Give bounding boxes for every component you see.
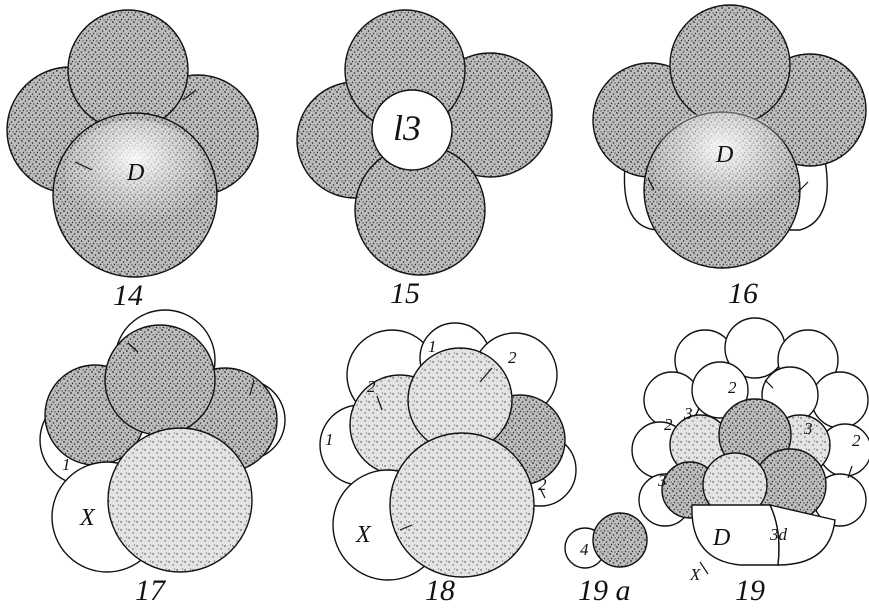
- figure-18: 1 1 2 2 2 X 18: [320, 323, 576, 607]
- figure-15: l3 15: [297, 10, 552, 310]
- label-2: 2: [367, 377, 376, 396]
- figure-number: 14: [113, 279, 143, 312]
- label-x: X: [79, 505, 96, 531]
- cell: [670, 5, 790, 125]
- cell-d: [692, 505, 779, 565]
- figure-number: 16: [728, 277, 758, 310]
- label-d: D: [126, 160, 144, 186]
- label-3: 3: [683, 404, 693, 423]
- cell: [390, 433, 534, 577]
- label-2: 2: [852, 431, 861, 450]
- label-x: X: [355, 522, 372, 548]
- label-x: X: [689, 565, 701, 584]
- figure-19: 2 2 2 3 3 3 D 3d X 19: [632, 318, 869, 607]
- label-d: D: [712, 525, 730, 551]
- figure-number: 18: [425, 574, 455, 607]
- label-3: 3: [657, 471, 667, 490]
- figure-number: 15: [390, 277, 420, 310]
- figure-number: 19: [735, 574, 765, 607]
- label-1: 1: [62, 455, 71, 474]
- label-2: 2: [664, 415, 673, 434]
- label-3: 3: [803, 419, 813, 438]
- figure-16: D 16: [593, 5, 866, 310]
- cell: [105, 325, 215, 435]
- figure-14: D 14: [7, 10, 258, 312]
- figure-19a: 4 19 a: [565, 513, 647, 607]
- label-1: 1: [325, 430, 334, 449]
- label-d: D: [715, 142, 733, 168]
- cell: [593, 513, 647, 567]
- label-2: 2: [728, 378, 737, 397]
- figure-17: 1 X 17: [40, 310, 285, 607]
- label-2: 2: [508, 348, 517, 367]
- figure-number: 19 a: [578, 574, 631, 607]
- label-2: 2: [538, 475, 547, 494]
- cell: [812, 372, 868, 428]
- figure-number: 17: [135, 574, 167, 607]
- label-1: 1: [428, 337, 437, 356]
- cell: [108, 428, 252, 572]
- label-3d: 3d: [769, 525, 788, 544]
- cell: [68, 10, 188, 130]
- label-4: 4: [580, 540, 589, 559]
- arrow: [700, 562, 708, 574]
- label-l3: l3: [393, 108, 421, 148]
